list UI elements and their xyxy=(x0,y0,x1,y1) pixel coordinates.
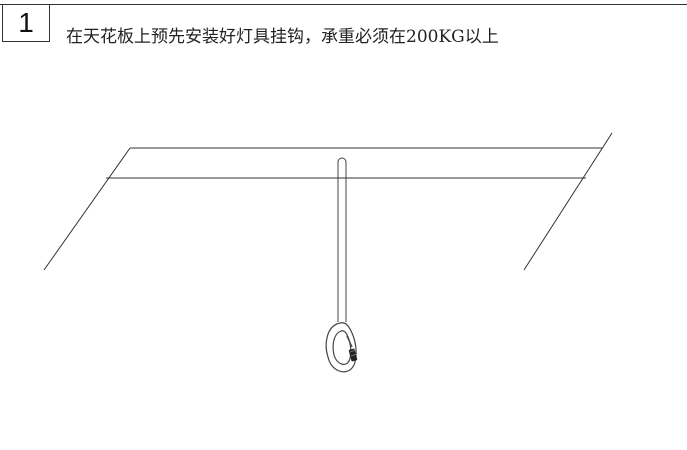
carabiner-hook xyxy=(325,322,357,373)
carabiner-inner xyxy=(332,330,352,365)
ceiling-plane xyxy=(43,132,613,271)
header-rule xyxy=(0,4,687,5)
carabiner-gate xyxy=(346,335,353,348)
step-number: 1 xyxy=(18,6,34,38)
carabiner-outer xyxy=(325,322,357,373)
step-instruction: 在天花板上预先安装好灯具挂钩，承重必须在200KG以上 xyxy=(66,27,499,47)
carabiner-lock-sleeve xyxy=(348,348,358,362)
rod-outline xyxy=(337,157,347,322)
ceiling-right-edge xyxy=(523,132,613,271)
step-number-box: 1 xyxy=(2,4,50,42)
hanging-rod xyxy=(337,157,347,322)
ceiling-left-edge xyxy=(43,147,131,271)
